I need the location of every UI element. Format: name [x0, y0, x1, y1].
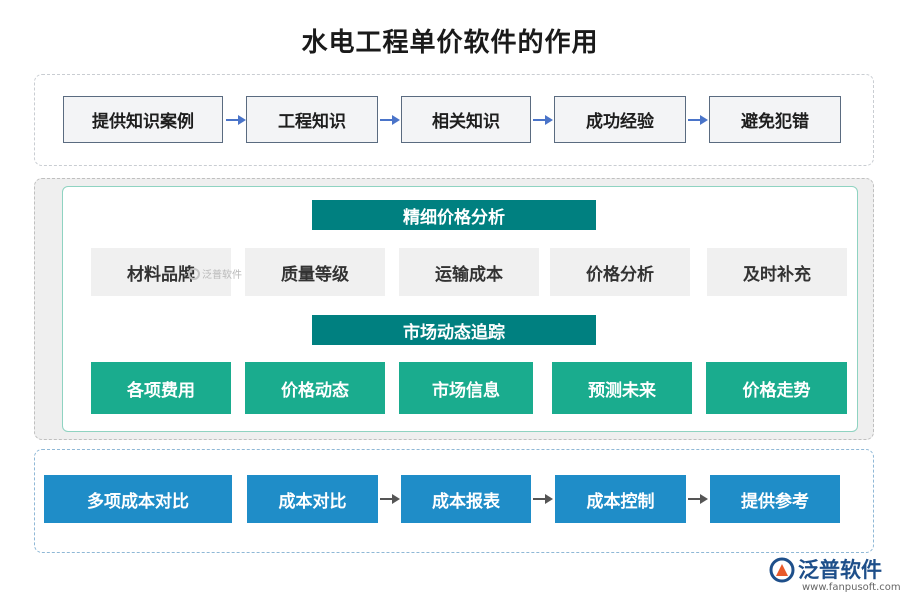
top-flow-step-2: 工程知识: [246, 96, 378, 143]
top-flow-step-1: 提供知识案例: [63, 96, 223, 143]
market-item-5: 价格走势: [706, 362, 847, 414]
analysis-item-5: 及时补充: [707, 248, 847, 296]
arrow-icon: [226, 115, 246, 125]
arrow-icon: [688, 115, 708, 125]
arrow-icon: [533, 115, 553, 125]
arrow-icon: [380, 115, 400, 125]
bottom-flow-step-1: 多项成本对比: [44, 475, 232, 523]
brand-logo: 泛普软件 www.fanpusoft.com: [768, 552, 900, 596]
knowledge-section: [34, 74, 874, 166]
top-flow-step-3: 相关知识: [401, 96, 531, 143]
market-item-1: 各项费用: [91, 362, 231, 414]
arrow-icon: [688, 494, 708, 504]
fanpu-logo-icon: [769, 557, 795, 583]
top-flow-step-5: 避免犯错: [709, 96, 841, 143]
bottom-flow-step-3: 成本报表: [401, 475, 531, 523]
market-item-4: 预测未来: [552, 362, 692, 414]
market-item-3: 市场信息: [399, 362, 533, 414]
bottom-flow-step-4: 成本控制: [555, 475, 686, 523]
fine-price-analysis-header: 精细价格分析: [312, 200, 596, 230]
market-tracking-header: 市场动态追踪: [312, 315, 596, 345]
logo-url: www.fanpusoft.com: [802, 582, 900, 593]
watermark-text: 泛普软件: [202, 270, 242, 281]
top-flow-step-4: 成功经验: [554, 96, 686, 143]
analysis-item-1: 材料品牌: [91, 248, 231, 296]
analysis-item-2: 质量等级: [245, 248, 385, 296]
logo-name: 泛普软件: [798, 558, 882, 582]
analysis-item-4: 价格分析: [550, 248, 690, 296]
cost-section: [34, 449, 874, 553]
fanpu-logo-icon: [188, 267, 200, 280]
bottom-flow-step-2: 成本对比: [247, 475, 378, 523]
analysis-item-3: 运输成本: [399, 248, 539, 296]
arrow-icon: [380, 494, 400, 504]
watermark: 泛普软件: [188, 266, 242, 281]
market-item-2: 价格动态: [245, 362, 385, 414]
arrow-icon: [533, 494, 553, 504]
page-title: 水电工程单价软件的作用: [301, 28, 599, 58]
bottom-flow-step-5: 提供参考: [710, 475, 840, 523]
